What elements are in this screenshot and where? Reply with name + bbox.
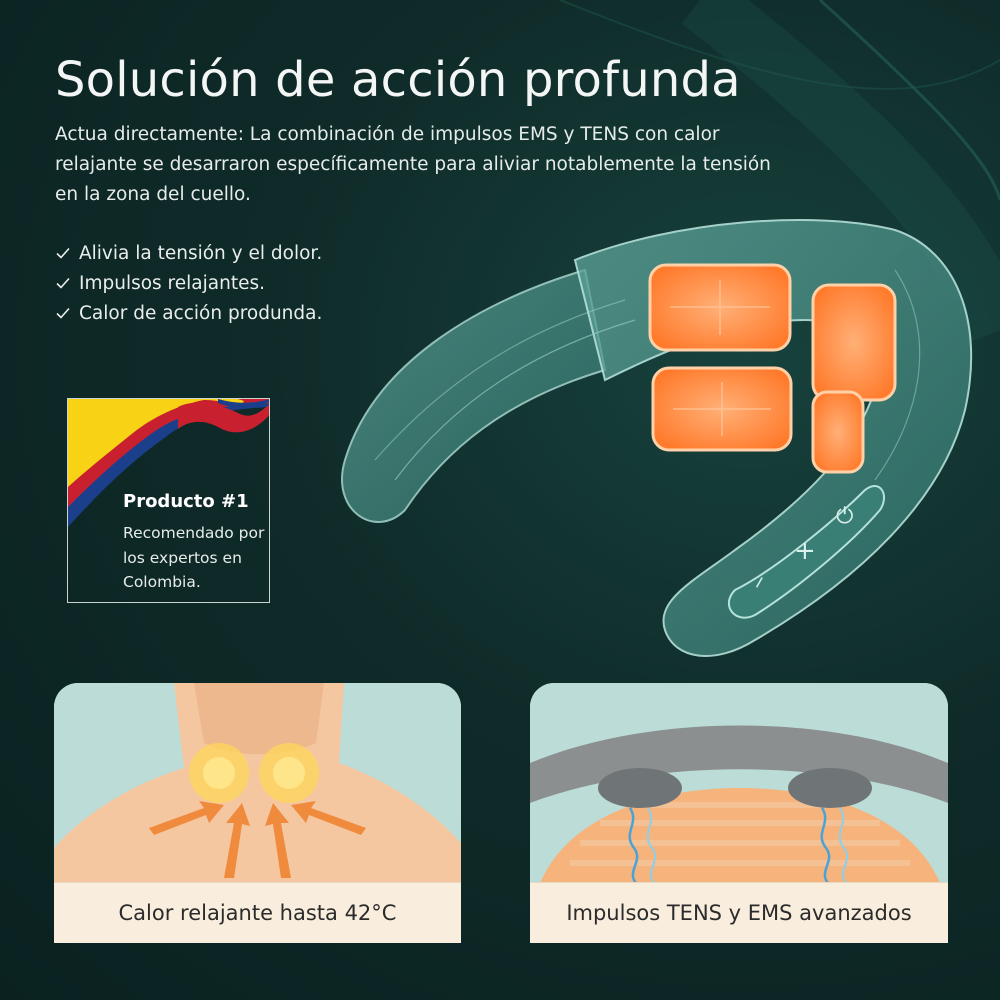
benefit-text: Alivia la tensión y el dolor. (79, 242, 323, 264)
benefits-list: Alivia la tensión y el dolor. Impulsos r… (55, 238, 322, 328)
badge-title: Producto #1 (123, 491, 249, 512)
pulse-wave (820, 807, 831, 883)
colombia-flag-icon (68, 399, 269, 527)
pulse-illustration (530, 683, 948, 883)
neck-heat-illustration (54, 683, 461, 883)
benefit-item: Impulsos relajantes. (55, 268, 322, 298)
heat-feature-card: Calor relajante hasta 42°C (54, 683, 461, 943)
neck-massager-illustration (341, 219, 973, 657)
heat-caption: Calor relajante hasta 42°C (54, 882, 461, 943)
electrode-right (788, 768, 872, 808)
pulse-wave (628, 807, 639, 883)
benefit-text: Calor de acción produnda. (79, 302, 323, 324)
page-title: Solución de acción profunda (55, 52, 741, 108)
check-icon (56, 247, 70, 259)
heat-arrow (224, 803, 250, 878)
heat-arrow (291, 801, 366, 835)
check-icon (56, 277, 70, 289)
benefit-item: Calor de acción produnda. (55, 298, 322, 328)
heat-arrow (265, 803, 291, 878)
electrode-pad (811, 283, 897, 402)
pulse-caption: Impulsos TENS y EMS avanzados (530, 882, 948, 943)
electrode-left (598, 768, 682, 808)
electrode-pad (811, 390, 865, 474)
heat-arrow (149, 801, 224, 835)
benefit-text: Impulsos relajantes. (79, 272, 265, 294)
product-badge: Producto #1 Recomendado por los expertos… (67, 398, 270, 603)
check-icon (56, 307, 70, 319)
benefit-item: Alivia la tensión y el dolor. (55, 238, 322, 268)
intro-paragraph: Actua directamente: La combinación de im… (55, 124, 771, 205)
pulse-feature-card: Impulsos TENS y EMS avanzados (530, 683, 948, 943)
badge-text: Recomendado por los expertos en Colombia… (123, 524, 265, 591)
